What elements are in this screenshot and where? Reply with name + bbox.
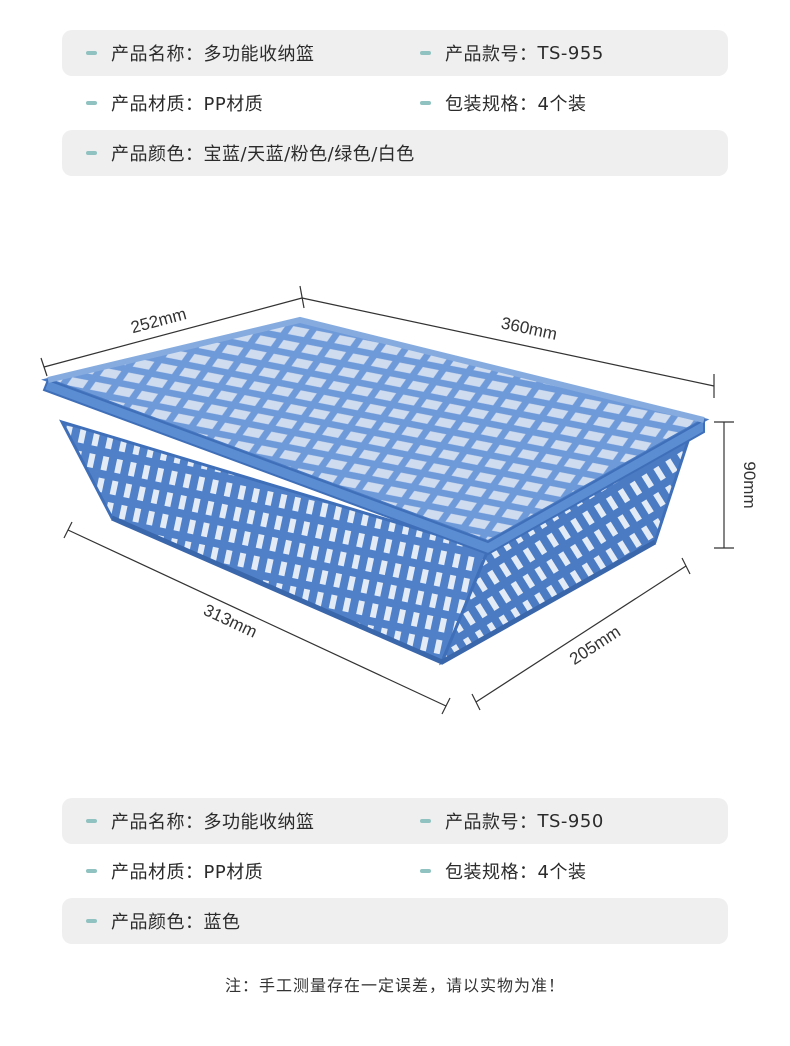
spec-row: 产品颜色： 蓝色: [62, 898, 728, 944]
dimension-lines: [40, 285, 734, 715]
spec-table-ts950: 产品名称： 多功能收纳篮 产品款号： TS-950 产品材质： PP材质 包装规…: [62, 798, 728, 948]
dim-base-length-label: 313mm: [201, 600, 260, 641]
spec-label: 产品材质: [111, 94, 185, 115]
spec-label: 产品颜色: [111, 144, 185, 165]
spec-row: 产品颜色： 宝蓝/天蓝/粉色/绿色/白色: [62, 130, 728, 176]
spec-item: 产品颜色： 宝蓝/天蓝/粉色/绿色/白色: [86, 130, 415, 176]
bullet-dash-icon: [420, 869, 431, 873]
measurement-note: 注：手工测量存在一定误差，请以实物为准！: [224, 976, 565, 995]
spec-label: 产品材质: [111, 862, 185, 883]
spec-item: 包装规格： 4个装: [420, 80, 586, 126]
spec-item: 产品款号： TS-955: [420, 30, 604, 76]
spec-value: 蓝色: [203, 912, 241, 933]
spec-value: 4个装: [537, 862, 587, 883]
spec-label: 包装规格: [445, 862, 519, 883]
spec-row: 产品名称： 多功能收纳篮 产品款号： TS-950: [62, 798, 728, 844]
spec-item: 包装规格： 4个装: [420, 848, 586, 894]
spec-item: 产品名称： 多功能收纳篮: [86, 30, 315, 76]
spec-label: 产品款号: [445, 812, 519, 833]
bullet-dash-icon: [420, 101, 431, 105]
bullet-dash-icon: [86, 51, 97, 55]
dim-height-label: 90mm: [740, 461, 759, 508]
spec-label: 产品名称: [111, 44, 185, 65]
dim-lid-width-label: 252mm: [129, 304, 189, 337]
bullet-dash-icon: [420, 819, 431, 823]
spec-row: 产品材质： PP材质 包装规格： 4个装: [62, 80, 728, 126]
spec-value: TS-955: [537, 42, 604, 64]
dim-base-width-label: 205mm: [566, 622, 624, 669]
basket-dimension-diagram: 252mm 360mm 90mm 313mm 205mm: [40, 285, 759, 715]
spec-label: 产品颜色: [111, 912, 185, 933]
spec-item: 产品名称： 多功能收纳篮: [86, 798, 315, 844]
spec-item: 产品材质： PP材质: [86, 80, 263, 126]
bullet-dash-icon: [86, 101, 97, 105]
bullet-dash-icon: [86, 819, 97, 823]
spec-value: PP材质: [203, 94, 264, 115]
dim-lid-length-label: 360mm: [499, 313, 558, 343]
spec-value: 4个装: [537, 94, 587, 115]
spec-item: 产品材质： PP材质: [86, 848, 263, 894]
spec-item: 产品款号： TS-950: [420, 798, 604, 844]
basket-illustration: [41, 316, 710, 666]
spec-label: 产品款号: [445, 44, 519, 65]
spec-value: TS-950: [537, 810, 604, 832]
bullet-dash-icon: [86, 919, 97, 923]
spec-label: 包装规格: [445, 94, 519, 115]
spec-value: PP材质: [203, 862, 264, 883]
spec-value: 宝蓝/天蓝/粉色/绿色/白色: [203, 144, 415, 165]
spec-table-ts955: 产品名称： 多功能收纳篮 产品款号： TS-955 产品材质： PP材质 包装规…: [62, 30, 728, 180]
bullet-dash-icon: [86, 151, 97, 155]
bullet-dash-icon: [86, 869, 97, 873]
spec-row: 产品名称： 多功能收纳篮 产品款号： TS-955: [62, 30, 728, 76]
spec-value: 多功能收纳篮: [203, 812, 315, 833]
spec-value: 多功能收纳篮: [203, 44, 315, 65]
spec-item: 产品颜色： 蓝色: [86, 898, 241, 944]
spec-row: 产品材质： PP材质 包装规格： 4个装: [62, 848, 728, 894]
spec-label: 产品名称: [111, 812, 185, 833]
bullet-dash-icon: [420, 51, 431, 55]
